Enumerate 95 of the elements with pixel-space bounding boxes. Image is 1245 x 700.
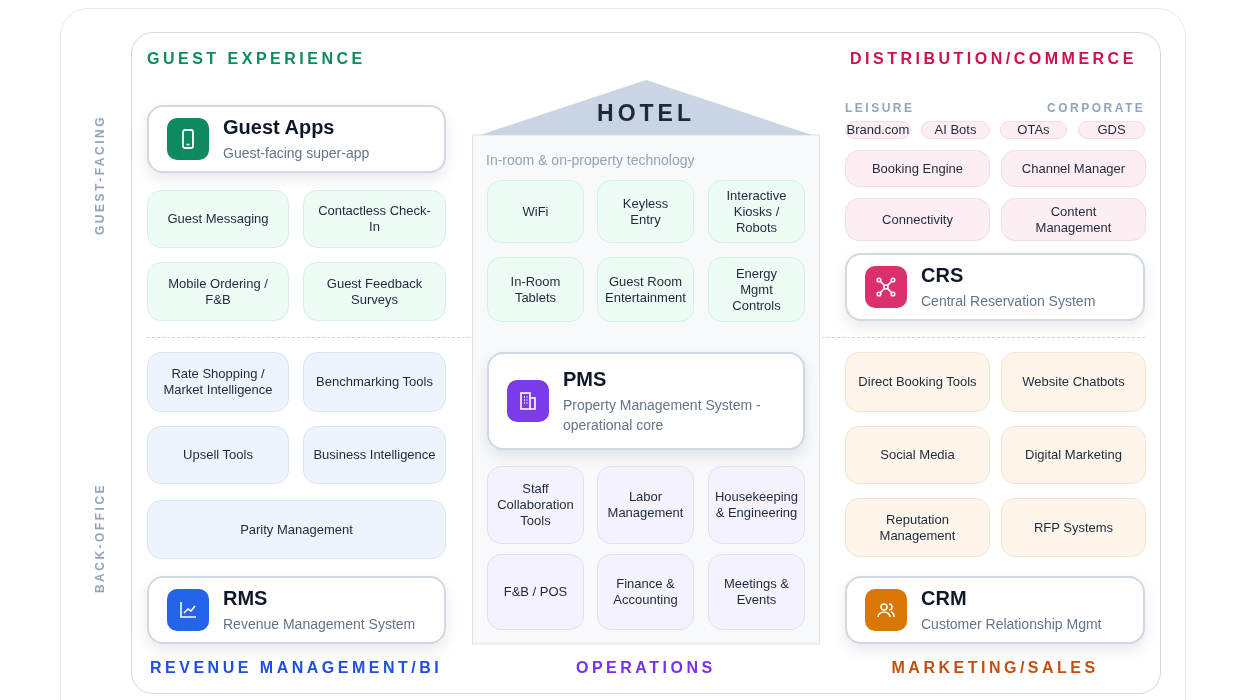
tile-text: Energy Mgmt Controls [731, 265, 782, 314]
section-heading: DISTRIBUTION/COMMERCE [850, 50, 1137, 68]
tile-text: Keyless Entry [621, 195, 670, 228]
tile-text: Social Media [880, 447, 955, 463]
tile-text: OTAs [1017, 122, 1050, 138]
section-heading: MARKETING/SALES [891, 659, 1099, 677]
group-label: LEISURE [845, 101, 915, 115]
category-tile [303, 190, 446, 248]
category-tile [147, 500, 446, 559]
tile-text: Business Intelligence [313, 447, 436, 463]
building-title: HOTEL [596, 100, 696, 127]
category-tile [708, 466, 805, 544]
card-title: CRM [921, 586, 968, 610]
card-title: Guest Apps [223, 115, 336, 139]
tile-text: Brand.com [846, 122, 910, 138]
tile-text: Reputation Management [878, 511, 957, 544]
system-card [845, 253, 1145, 321]
tile-text: Staff Collaboration Tools [496, 481, 575, 529]
card-subtitle: Customer Relationship Mgmt [921, 614, 1102, 634]
category-tile [845, 352, 990, 412]
category-tile [845, 150, 990, 187]
system-card [845, 576, 1145, 644]
category-tile [597, 466, 694, 544]
tile-text: Content Management [1034, 203, 1113, 236]
tile-text: Direct Booking Tools [858, 374, 977, 390]
category-tile [845, 426, 990, 484]
tile-text: Guest Feedback Surveys [325, 275, 424, 308]
tile-text: Rate Shopping / Market Intelligence [162, 366, 274, 398]
tile-text: Parity Management [240, 521, 353, 538]
category-tile [487, 257, 584, 322]
card-subtitle: Central Reservation System [921, 291, 1096, 311]
category-tile [147, 426, 289, 484]
section-subtitle: In-room & on-property technology [486, 152, 695, 168]
tile-text: Guest Messaging [167, 211, 269, 227]
category-tile [487, 180, 584, 243]
tile-text: AI Bots [934, 122, 977, 138]
card-title: PMS [563, 367, 608, 391]
category-tile [147, 352, 289, 412]
category-tile [1001, 150, 1146, 187]
category-tile [1001, 426, 1146, 484]
tile-text: Digital Marketing [1025, 447, 1122, 463]
tile-text: Website Chatbots [1022, 374, 1125, 390]
tile-text: WiFi [522, 203, 549, 220]
category-tile [1001, 352, 1146, 412]
category-tile [845, 498, 990, 557]
tile-text: Labor Management [606, 489, 685, 521]
tile-text: Mobile Ordering / F&B [167, 275, 269, 308]
category-tile [303, 262, 446, 321]
tile-text: Upsell Tools [183, 447, 253, 463]
system-card [147, 105, 446, 173]
tile-text: Connectivity [882, 211, 953, 228]
side-label: BACK-OFFICE [93, 482, 108, 594]
tile-text: Housekeeping & Engineering [714, 489, 799, 521]
tile-text: Benchmarking Tools [316, 374, 433, 390]
category-tile [1001, 498, 1146, 557]
category-tile [487, 554, 584, 630]
card-subtitle: Guest-facing super-app [223, 143, 370, 163]
tile-text: Contactless Check-In [318, 203, 431, 235]
channel-pill [1000, 121, 1067, 139]
category-tile [487, 466, 584, 544]
side-label: GUEST-FACING [93, 115, 107, 235]
category-tile [708, 554, 805, 630]
category-tile [845, 198, 990, 241]
card-title: CRS [921, 263, 965, 287]
group-label: CORPORATE [1047, 101, 1146, 115]
tile-text: Booking Engine [871, 160, 964, 177]
category-tile [597, 554, 694, 630]
category-tile [303, 352, 446, 412]
tile-text: Channel Manager [1021, 160, 1126, 177]
system-card [147, 576, 446, 644]
category-tile [303, 426, 446, 484]
tile-text: Meetings & Events [722, 576, 790, 608]
channel-pill [921, 121, 990, 139]
tile-text: F&B / POS [503, 584, 568, 600]
channel-pill [1078, 121, 1145, 139]
category-tile [708, 180, 805, 243]
card-title: RMS [223, 586, 269, 610]
card-subtitle: Property Management System - operational core [563, 395, 762, 435]
section-heading: GUEST EXPERIENCE [147, 50, 366, 68]
tile-text: Interactive Kiosks / Robots [725, 187, 788, 236]
tile-text: GDS [1097, 122, 1126, 138]
tile-text: In-Room Tablets [509, 273, 562, 306]
tile-text: Finance & Accounting [612, 576, 679, 608]
system-card [487, 352, 805, 450]
tile-text: RFP Systems [1033, 519, 1114, 536]
category-tile [708, 257, 805, 322]
category-tile [597, 180, 694, 243]
section-heading: OPERATIONS [576, 659, 716, 677]
category-tile [147, 190, 289, 248]
category-tile [1001, 198, 1146, 241]
category-tile [597, 257, 694, 322]
card-subtitle: Revenue Management System [223, 614, 416, 634]
tile-text: Guest Room Entertainment [605, 273, 686, 306]
category-tile [147, 262, 289, 321]
section-heading: REVENUE MANAGEMENT/BI [150, 659, 443, 677]
